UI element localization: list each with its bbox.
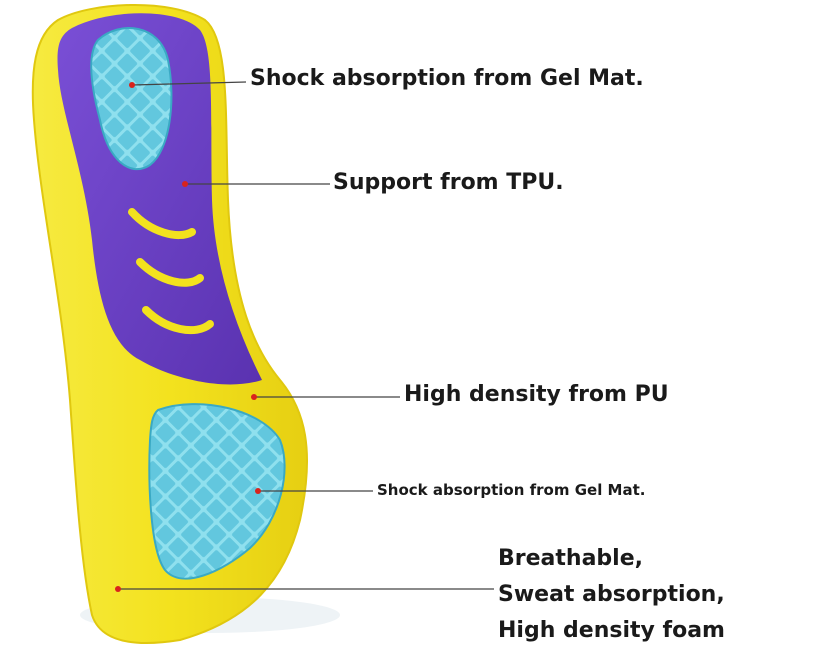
marker-foam xyxy=(115,586,121,592)
callout-pu: High density from PU xyxy=(404,382,669,407)
leader-line-gel-forefoot xyxy=(131,81,247,86)
marker-tpu xyxy=(182,181,188,187)
marker-pu xyxy=(251,394,257,400)
callout-gel-forefoot: Shock absorption from Gel Mat. xyxy=(250,66,644,91)
callout-foam-line: High density foam xyxy=(498,618,725,643)
callout-foam-line: Breathable, xyxy=(498,546,643,571)
arch-rib xyxy=(128,208,196,240)
marker-gel-heel xyxy=(255,488,261,494)
callout-foam: Breathable, Sweat absorption, High densi… xyxy=(498,541,725,649)
callout-foam-line: Sweat absorption, xyxy=(498,582,725,607)
callout-tpu: Support from TPU. xyxy=(333,170,564,195)
marker-gel-forefoot xyxy=(129,82,135,88)
heel-gel-pad xyxy=(148,403,286,580)
arch-rib xyxy=(142,306,214,335)
callout-gel-heel: Shock absorption from Gel Mat. xyxy=(377,481,646,499)
arch-rib xyxy=(136,258,204,287)
forefoot-gel-pad xyxy=(90,27,173,171)
